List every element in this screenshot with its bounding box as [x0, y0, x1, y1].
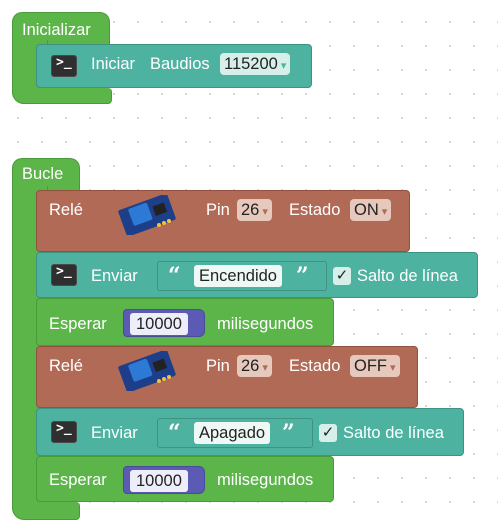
pin-label: Pin [206, 201, 230, 219]
delay-block[interactable]: Esperar 10000 milisegundos [36, 298, 334, 346]
open-quote-icon: “ [168, 263, 181, 289]
check-icon: ✓ [335, 267, 349, 284]
check-icon: ✓ [321, 424, 335, 441]
baud-rate-value: 115200 [224, 55, 278, 73]
state-dropdown[interactable]: ON▾ [350, 199, 392, 221]
baud-label: Baudios [150, 55, 210, 73]
relay-block[interactable]: Relé Pin 26▾ Estado ON▾ [36, 190, 410, 252]
text-value[interactable]: Encendido [194, 265, 282, 287]
serial-begin-label: Iniciar [91, 55, 136, 73]
pin-value: 26 [241, 201, 260, 219]
relay-block[interactable]: Relé Pin 26▾ Estado OFF▾ [36, 346, 418, 408]
delay-value[interactable]: 10000 [130, 470, 188, 492]
chevron-down-icon: ▾ [262, 362, 268, 374]
text-block[interactable]: “ Encendido ” [157, 261, 327, 291]
relay-label: Relé [49, 357, 83, 375]
send-label: Enviar [91, 424, 138, 442]
setup-block-bottom [12, 88, 112, 104]
newline-label: Salto de línea [343, 424, 444, 442]
pin-dropdown[interactable]: 26▾ [237, 355, 272, 377]
number-block[interactable]: 10000 [123, 309, 205, 337]
chevron-down-icon: ▾ [390, 362, 396, 374]
newline-checkbox[interactable]: ✓ [319, 424, 337, 442]
delay-block[interactable]: Esperar 10000 milisegundos [36, 456, 334, 502]
unit-label: milisegundos [217, 471, 314, 489]
terminal-icon: >_ [51, 55, 77, 77]
state-label: Estado [289, 357, 341, 375]
chevron-down-icon: ▾ [280, 60, 287, 72]
text-block[interactable]: “ Apagado ” [157, 418, 313, 448]
baud-rate-dropdown[interactable]: 115200▾ [220, 53, 291, 75]
number-block[interactable]: 10000 [123, 466, 205, 494]
send-label: Enviar [91, 267, 138, 285]
state-dropdown[interactable]: OFF▾ [350, 355, 400, 377]
chevron-down-icon: ▾ [381, 206, 388, 218]
terminal-icon: >_ [51, 421, 77, 443]
relay-label: Relé [49, 201, 83, 219]
pin-dropdown[interactable]: 26▾ [237, 199, 272, 221]
unit-label: milisegundos [217, 315, 314, 333]
state-value: OFF [354, 357, 387, 375]
wait-label: Esperar [49, 315, 107, 333]
text-value[interactable]: Apagado [194, 422, 271, 444]
pin-label: Pin [206, 357, 230, 375]
relay-module-icon [118, 351, 176, 391]
newline-label: Salto de línea [357, 267, 458, 285]
newline-checkbox[interactable]: ✓ [333, 267, 351, 285]
serial-print-block[interactable]: >_ Enviar “ Encendido ” ✓ Salto de línea [36, 252, 478, 298]
delay-value[interactable]: 10000 [130, 313, 188, 335]
relay-module-icon [118, 195, 176, 235]
state-value: ON [354, 201, 379, 219]
terminal-icon: >_ [51, 264, 77, 286]
serial-begin-block[interactable]: >_ Iniciar Baudios 115200▾ [36, 44, 312, 88]
setup-hat-label: Inicializar [22, 21, 91, 39]
pin-value: 26 [241, 357, 260, 375]
wait-label: Esperar [49, 471, 107, 489]
chevron-down-icon: ▾ [262, 206, 268, 218]
open-quote-icon: “ [168, 420, 181, 446]
serial-print-block[interactable]: >_ Enviar “ Apagado ” ✓ Salto de línea [36, 408, 464, 456]
close-quote-icon: ” [282, 420, 295, 446]
loop-block-bottom [12, 502, 80, 520]
loop-hat-label: Bucle [22, 165, 64, 183]
close-quote-icon: ” [296, 263, 309, 289]
state-label: Estado [289, 201, 341, 219]
